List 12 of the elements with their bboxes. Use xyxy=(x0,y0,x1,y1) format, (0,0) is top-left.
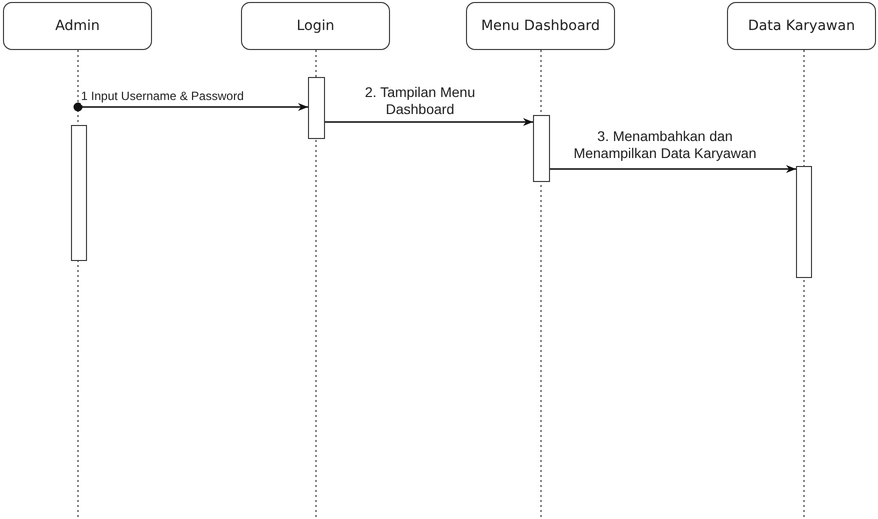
message-arrow xyxy=(550,165,796,173)
activation-bar xyxy=(308,77,325,139)
activation-bar xyxy=(796,166,812,278)
participant-box: Data Karyawan xyxy=(727,2,876,50)
participant-box: Login xyxy=(241,2,390,50)
activation-bar xyxy=(533,115,550,182)
message-label: 1 Input Username & Password xyxy=(81,88,244,105)
message-arrow xyxy=(74,102,308,112)
message-arrow xyxy=(325,118,533,126)
participant-box: Menu Dashboard xyxy=(466,2,615,50)
activation-bar xyxy=(71,125,87,261)
participant-box: Admin xyxy=(3,2,152,50)
